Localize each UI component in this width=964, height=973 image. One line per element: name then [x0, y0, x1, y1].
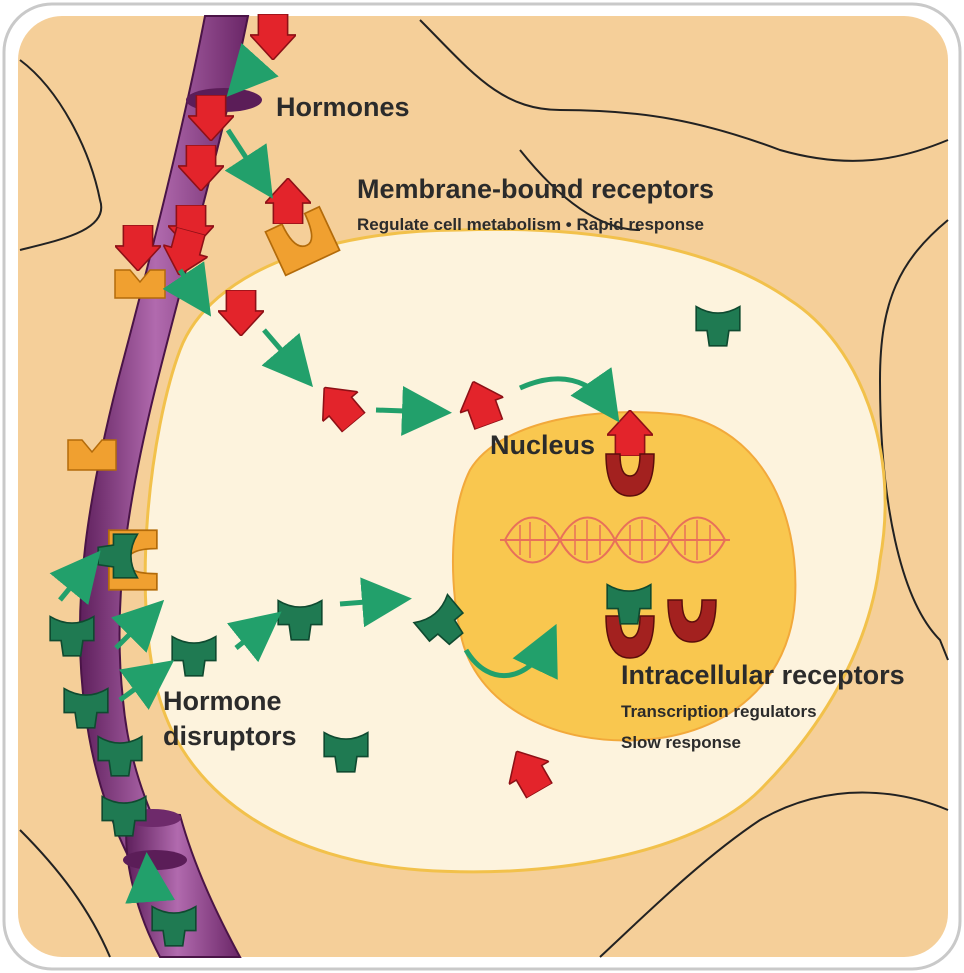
label-membrane-receptors-sub: Regulate cell metabolism • Rapid respons…	[357, 215, 704, 235]
label-transcription-regulators: Transcription regulators	[621, 702, 817, 722]
label-nucleus: Nucleus	[490, 430, 595, 461]
label-intracellular-receptors: Intracellular receptors	[621, 660, 905, 691]
label-membrane-receptors: Membrane-bound receptors	[357, 174, 714, 205]
label-hormones: Hormones	[276, 92, 410, 123]
label-slow-response: Slow response	[621, 733, 741, 753]
nucleus	[453, 412, 795, 740]
label-hormone-disruptors-line1: Hormone	[163, 686, 282, 717]
label-hormone-disruptors-line2: disruptors	[163, 721, 297, 752]
